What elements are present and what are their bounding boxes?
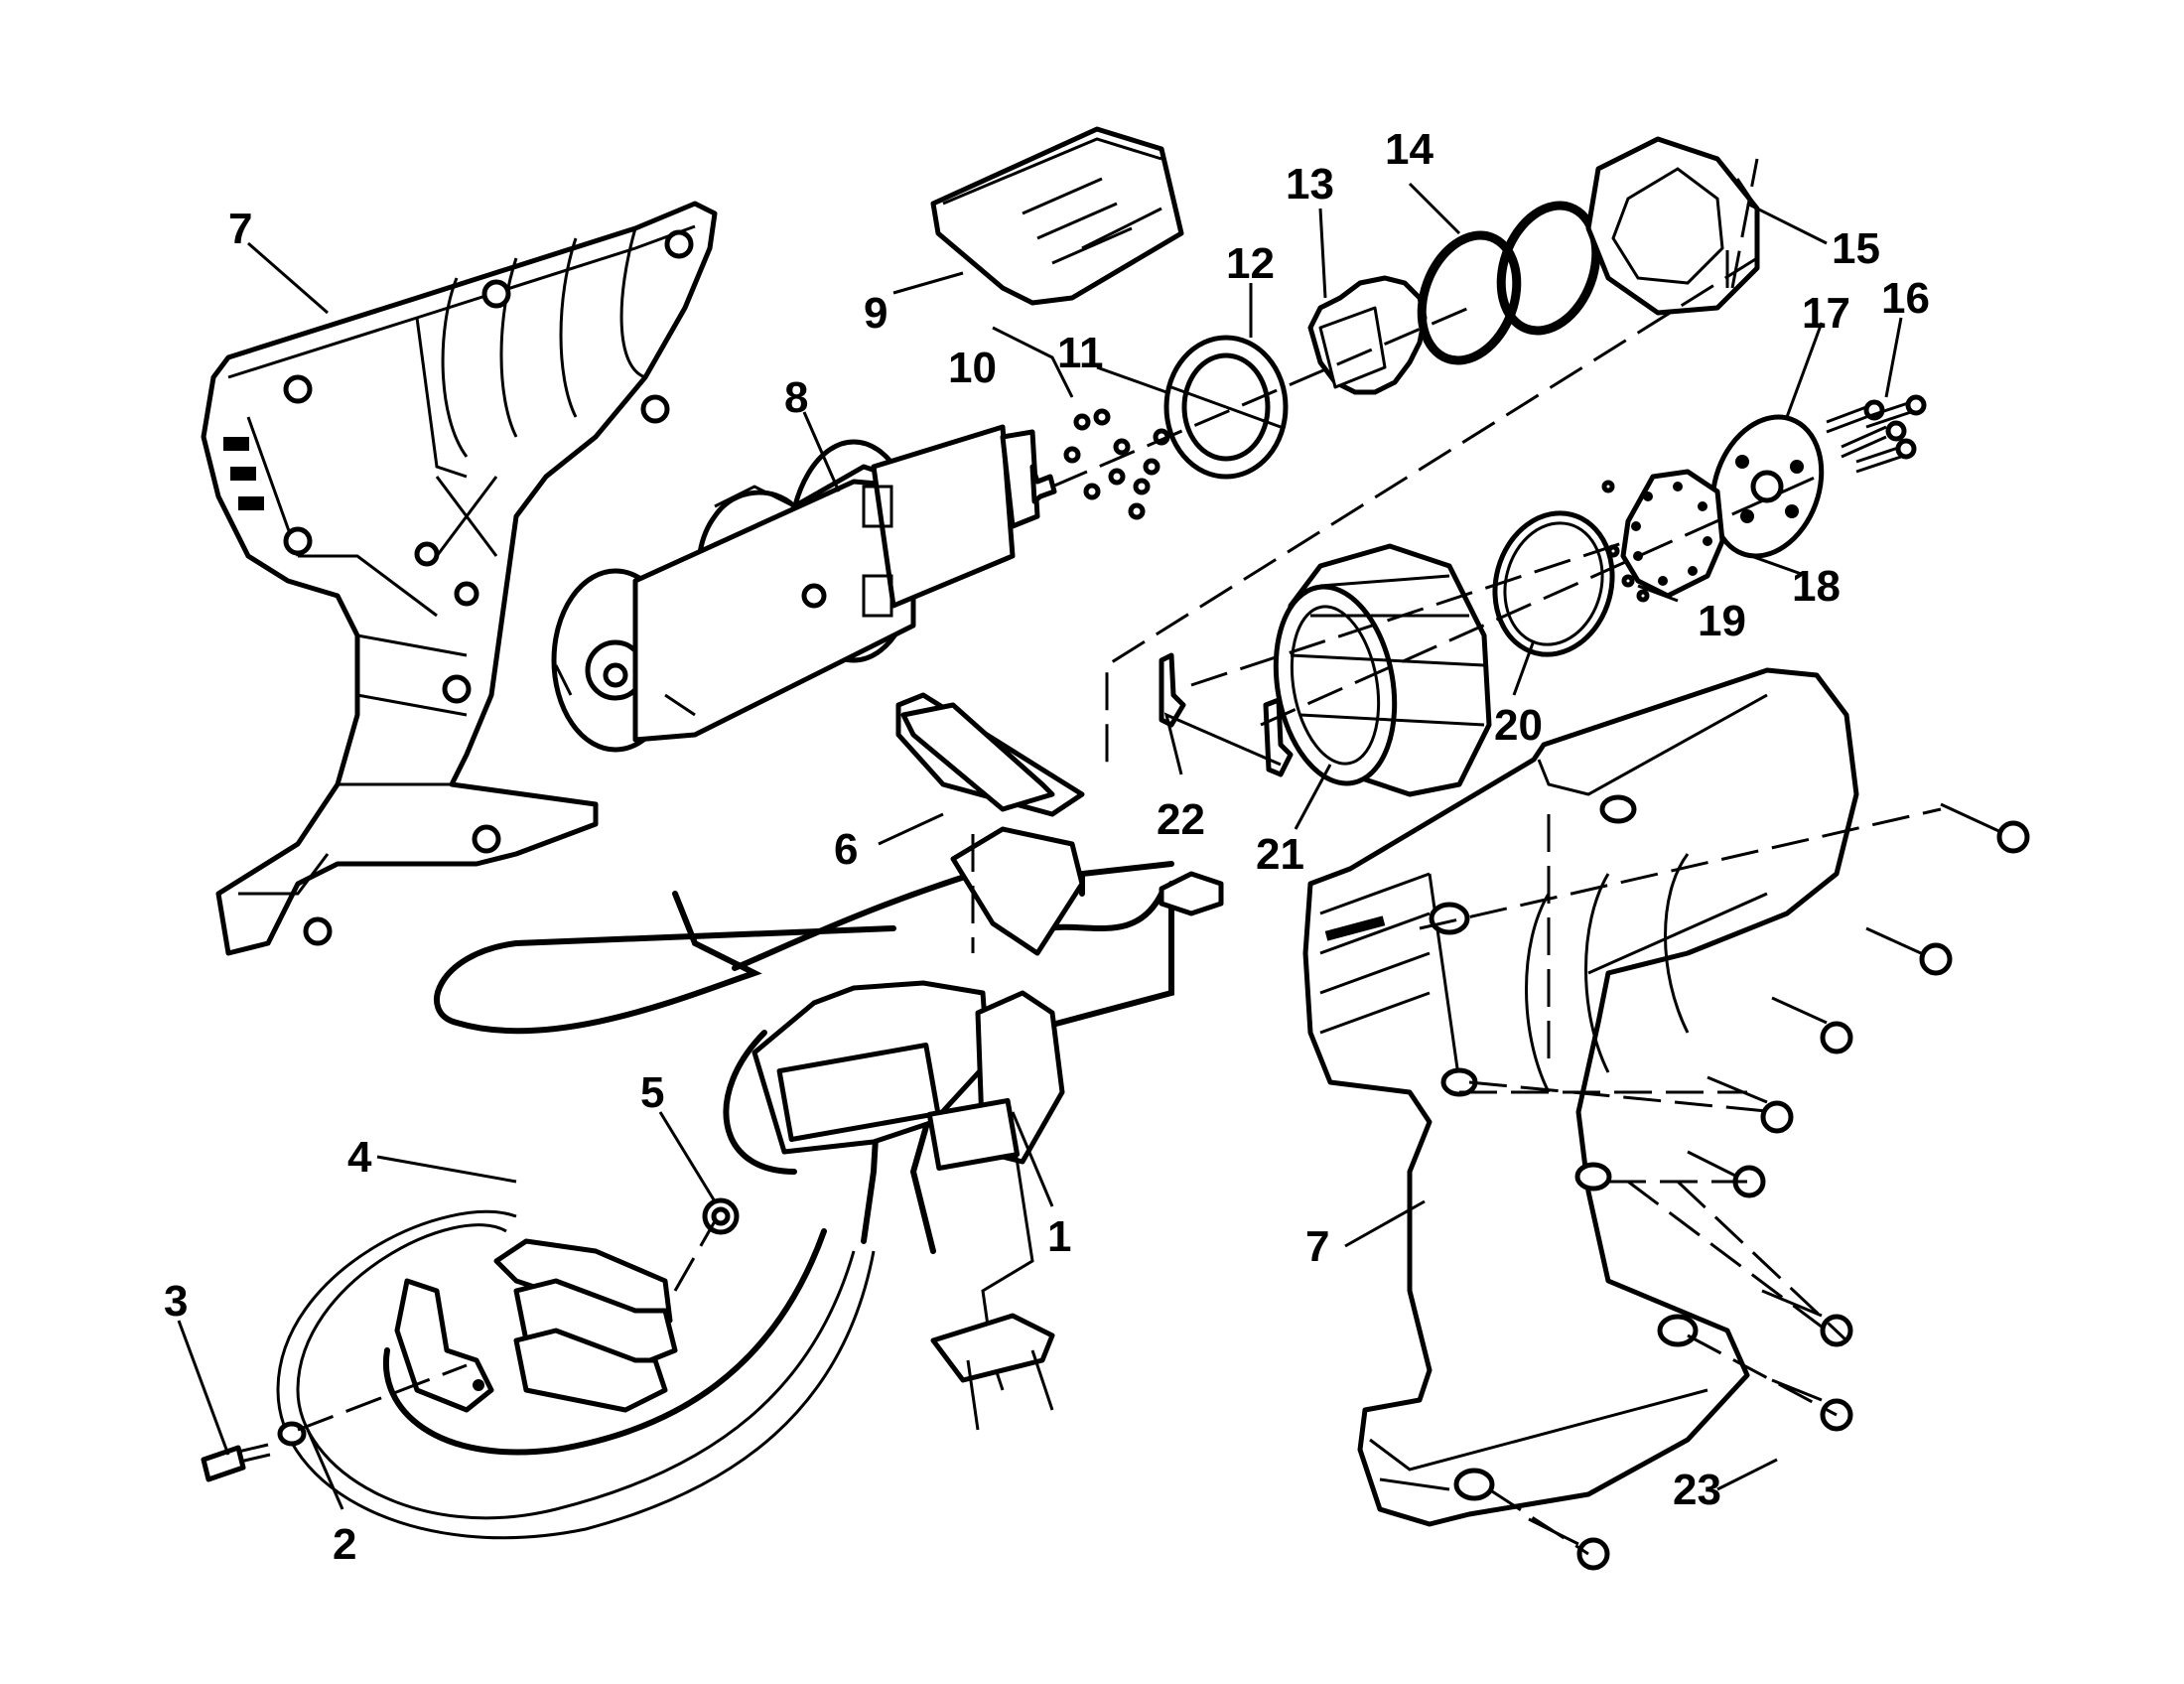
callout-labels: 1 2 3 4 5 6 7 7 8 9 10 11 12 13 14 15 16…: [164, 125, 1930, 1569]
callout-22: 22: [1157, 795, 1205, 844]
callout-8: 8: [784, 373, 808, 422]
motor: [551, 424, 1057, 753]
battery-latch: [930, 126, 1184, 306]
callout-10: 10: [948, 344, 997, 392]
callout-9: 9: [864, 289, 887, 338]
switch-plate: [900, 702, 1055, 812]
callout-20: 20: [1494, 701, 1543, 750]
spring: [1417, 201, 1601, 365]
callout-7-left: 7: [228, 205, 252, 253]
switch-assembly: [276, 692, 1224, 1540]
assembly-lines: [297, 158, 1942, 1556]
leader-lines: [177, 182, 1903, 1510]
hardware: [201, 408, 1650, 1482]
gear-plate: [1620, 469, 1725, 599]
callout-13: 13: [1286, 160, 1334, 209]
gear-case: [1273, 543, 1492, 797]
callout-3: 3: [164, 1277, 188, 1326]
callout-21: 21: [1256, 830, 1304, 879]
callout-11: 11: [1057, 329, 1104, 377]
callout-1: 1: [1047, 1212, 1071, 1261]
callout-16: 16: [1881, 274, 1930, 323]
clutch-ring: [1163, 335, 1289, 480]
callout-7-right: 7: [1305, 1222, 1329, 1271]
callout-14: 14: [1385, 125, 1433, 174]
battery-terminal-block: [394, 1238, 678, 1413]
callout-19: 19: [1698, 597, 1746, 645]
callout-17: 17: [1802, 289, 1850, 338]
callout-15: 15: [1832, 224, 1880, 273]
callout-12: 12: [1226, 239, 1275, 288]
right-housing-half: [1302, 667, 1859, 1527]
screws: [1528, 394, 2030, 1571]
callout-2: 2: [333, 1520, 356, 1569]
housing-cap: [1585, 136, 1760, 316]
callout-4: 4: [347, 1133, 372, 1182]
o-ring: [1492, 510, 1615, 657]
callout-23: 23: [1673, 1466, 1721, 1514]
callout-6: 6: [834, 825, 858, 874]
callout-5: 5: [640, 1068, 664, 1117]
callout-18: 18: [1792, 562, 1841, 611]
left-housing-half: [201, 201, 718, 956]
